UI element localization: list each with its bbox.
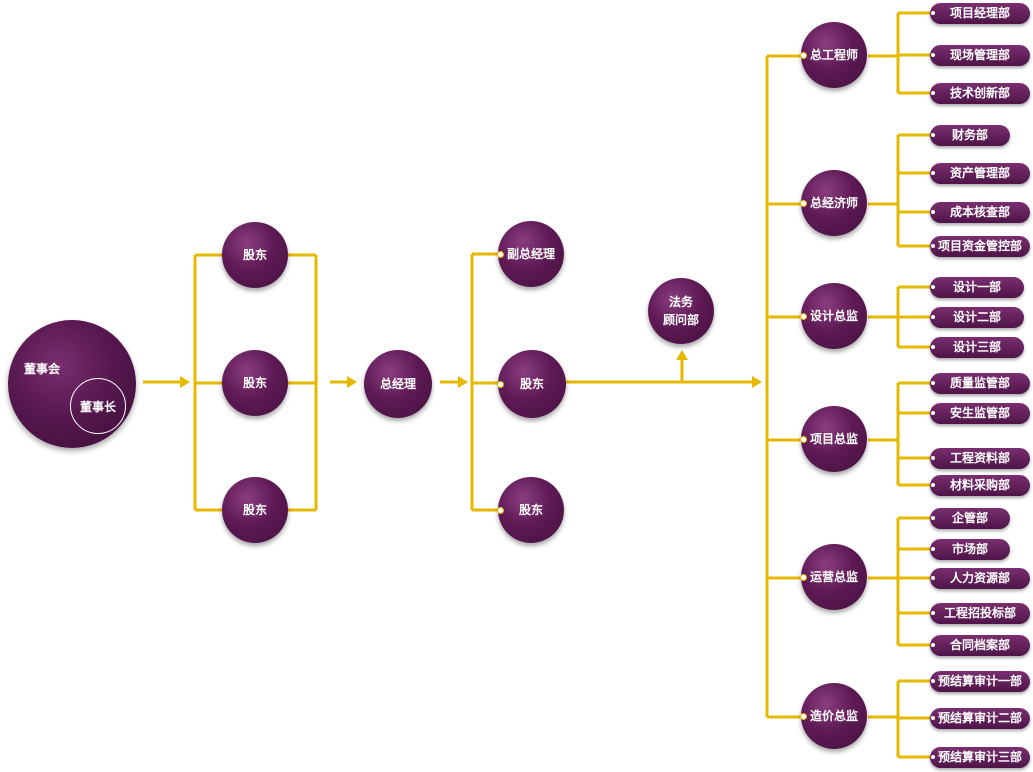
shareholder-node-2: 股东	[222, 350, 288, 416]
department-pill: 市场部	[930, 539, 1010, 560]
department-pill: 安生监管部	[930, 403, 1030, 424]
department-pill: 项目资金管控部	[930, 236, 1030, 257]
department-pill: 人力资源部	[930, 568, 1030, 589]
legal-advisor-node: 法务 顾问部	[648, 278, 714, 344]
department-pill: 预结算审计二部	[930, 708, 1030, 729]
deputy-gm-node: 副总经理	[497, 221, 564, 287]
director-node-4: 项目总监	[800, 406, 867, 472]
department-pill: 技术创新部	[930, 83, 1030, 104]
director-node-5: 运营总监	[800, 544, 867, 610]
director-node-1: 总工程师	[800, 22, 867, 88]
gm-shareholder-node-2: 股东	[497, 477, 564, 543]
department-pill: 合同档案部	[930, 635, 1030, 656]
department-pill: 质量监管部	[930, 373, 1030, 394]
trunk-arrow-head	[752, 376, 762, 388]
department-pill: 设计一部	[930, 277, 1024, 298]
department-pill: 预结算审计三部	[930, 747, 1030, 768]
department-pill: 设计三部	[930, 337, 1024, 358]
chairman-circle: 董事长	[70, 378, 126, 434]
director-node-2: 总经济师	[800, 170, 867, 236]
gm-out-arrow-head	[458, 376, 468, 388]
department-pill: 项目经理部	[930, 3, 1030, 24]
department-pill: 成本核查部	[930, 202, 1030, 223]
general-manager-node: 总经理	[364, 350, 432, 418]
department-pill: 材料采购部	[930, 475, 1030, 496]
department-pill: 设计二部	[930, 307, 1024, 328]
department-pill: 资产管理部	[930, 163, 1030, 184]
director-node-6: 造价总监	[800, 683, 867, 749]
board-label: 董事会	[24, 362, 61, 376]
department-pill: 财务部	[930, 125, 1010, 146]
department-pill: 企管部	[930, 508, 1010, 529]
department-pill: 工程资料部	[930, 448, 1030, 469]
department-pill: 现场管理部	[930, 45, 1030, 66]
gm-arrow-head	[347, 376, 357, 388]
department-pill: 预结算审计一部	[930, 671, 1030, 692]
department-pill: 工程招投标部	[930, 603, 1030, 624]
board-arrow-head	[180, 376, 190, 388]
gm-shareholder-node-1: 股东	[497, 350, 566, 418]
board-circle	[8, 320, 136, 448]
director-node-3: 设计总监	[800, 283, 867, 349]
shareholder-node-3: 股东	[222, 477, 288, 543]
shareholder-node-1: 股东	[222, 222, 288, 288]
legal-arrow-head	[676, 350, 688, 360]
